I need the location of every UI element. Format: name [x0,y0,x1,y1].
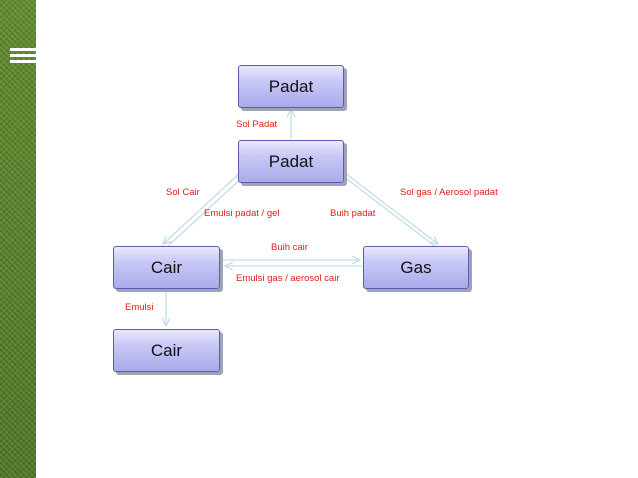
label-buih-cair: Buih cair [271,242,308,253]
label-emulsi-gas-aerosol-cair: Emulsi gas / aerosol cair [236,273,340,284]
label-emulsi-padat-gel: Emulsi padat / gel [204,208,280,219]
node-label: Gas [400,257,432,277]
node-cair-left: Cair [113,246,220,289]
node-padat-center: Padat [238,140,344,183]
label-sol-gas-aerosol-padat: Sol gas / Aerosol padat [400,187,498,198]
node-cair-bottom: Cair [113,329,220,372]
label-sol-cair: Sol Cair [166,187,200,198]
node-padat-top: Padat [238,65,344,108]
node-label: Padat [268,151,314,171]
sidebar-lines-icon [10,48,36,66]
decorative-sidebar [0,0,36,478]
node-label: Cair [150,340,183,360]
arrow-padat-to-gas-1 [340,169,438,244]
label-emulsi: Emulsi [125,302,154,313]
node-label: Padat [268,76,314,96]
arrow-padat-to-gas-2 [339,173,437,248]
node-gas-right: Gas [363,246,469,289]
arrow-padat-to-cair-1 [163,171,242,244]
label-buih-padat: Buih padat [330,208,376,219]
label-sol-padat: Sol Padat [236,119,278,130]
arrow-padat-to-cair-2 [166,175,245,248]
node-label: Cair [150,257,183,277]
